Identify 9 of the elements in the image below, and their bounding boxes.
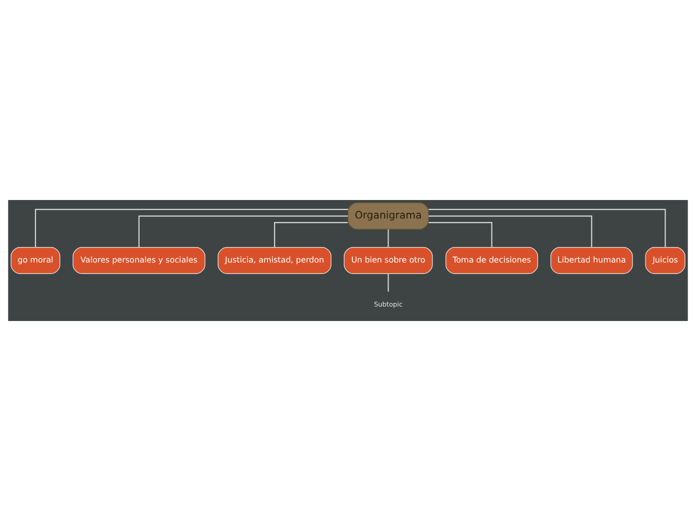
connector: [428, 214, 592, 247]
connector: [388, 228, 389, 247]
node-box: Organigrama: [348, 202, 429, 230]
connector: [274, 222, 348, 247]
connector: [428, 208, 666, 247]
connector: [428, 222, 492, 247]
connector: [388, 273, 389, 292]
connector: [34, 208, 348, 247]
connector: [138, 214, 348, 247]
